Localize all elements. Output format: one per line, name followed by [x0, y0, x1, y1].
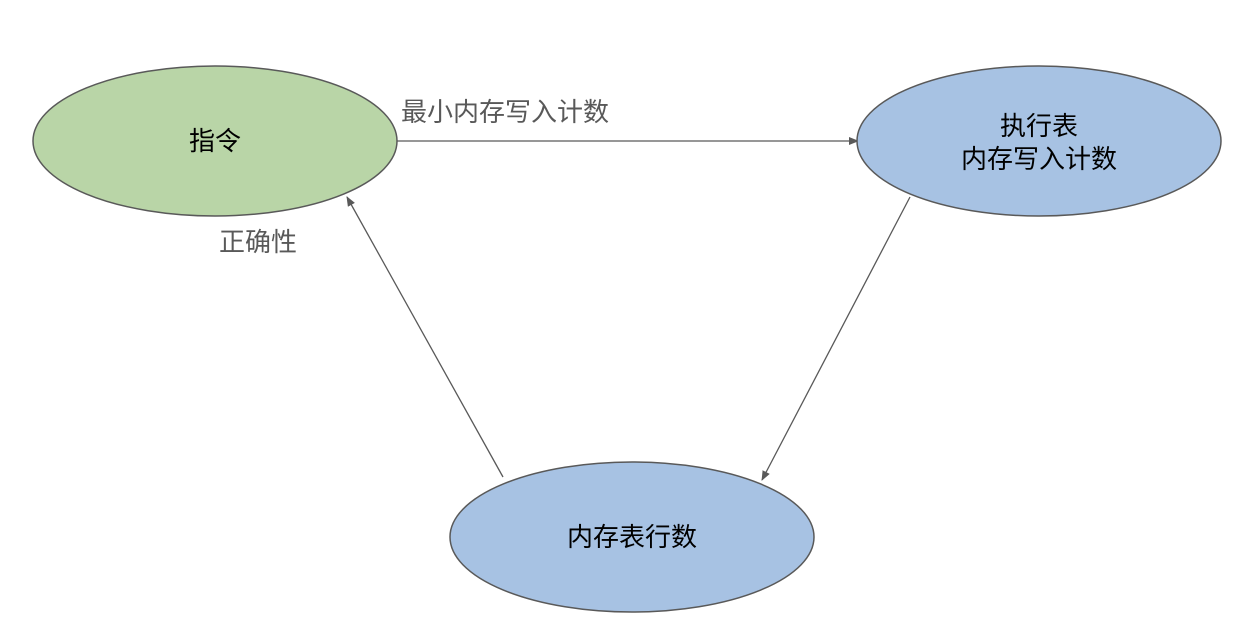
node-instruction-label: 指令	[189, 127, 241, 157]
node-exec-table-label-line2: 内存写入计数	[961, 145, 1117, 175]
node-exec-table: 执行表 内存写入计数	[856, 65, 1222, 217]
node-mem-table-rows-label: 内存表行数	[567, 523, 697, 553]
edge-label-correctness: 正确性	[219, 228, 297, 258]
node-instruction: 指令	[32, 65, 398, 217]
node-exec-table-shape	[856, 65, 1222, 217]
edge-exec-table-to-mem-table-rows	[761, 196, 911, 481]
node-instruction-shape	[32, 65, 398, 217]
edge-label-min-write-count: 最小内存写入计数	[401, 98, 609, 128]
node-mem-table-rows: 内存表行数	[449, 461, 815, 613]
edge-mem-table-rows-to-instruction	[346, 196, 504, 478]
node-exec-table-label-line1: 执行表	[1000, 112, 1078, 142]
node-mem-table-rows-shape	[449, 461, 815, 613]
